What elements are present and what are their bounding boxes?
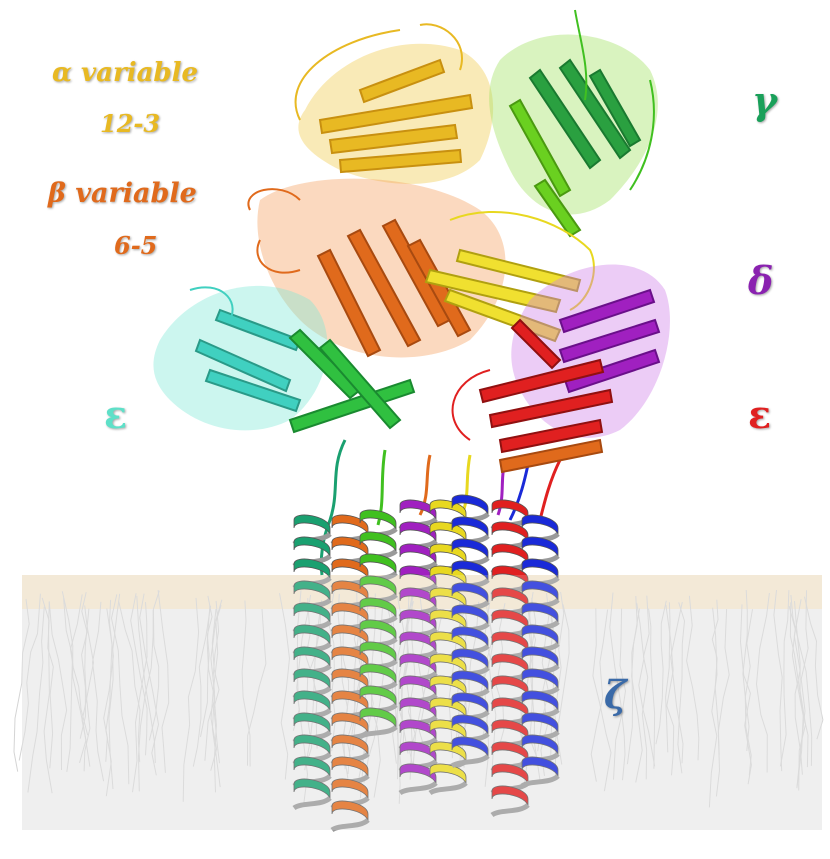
alpha-variable-label: α variable xyxy=(52,60,198,86)
zeta-label: ζ xyxy=(604,676,627,714)
beta-variable-id: 6-5 xyxy=(114,234,157,258)
gamma-chain-domain xyxy=(489,10,658,236)
gamma-label: γ xyxy=(752,82,777,120)
alpha-chain-domain xyxy=(296,24,494,184)
alpha-variable-id: 12-3 xyxy=(100,112,160,136)
epsilon-right-label: ε xyxy=(748,396,771,434)
epsilon-left-label: ε xyxy=(104,396,127,434)
delta-label: δ xyxy=(748,262,773,300)
membrane-overlay xyxy=(22,575,822,830)
beta-variable-label: β variable xyxy=(48,180,197,207)
epsilon-left-domain xyxy=(153,286,327,431)
